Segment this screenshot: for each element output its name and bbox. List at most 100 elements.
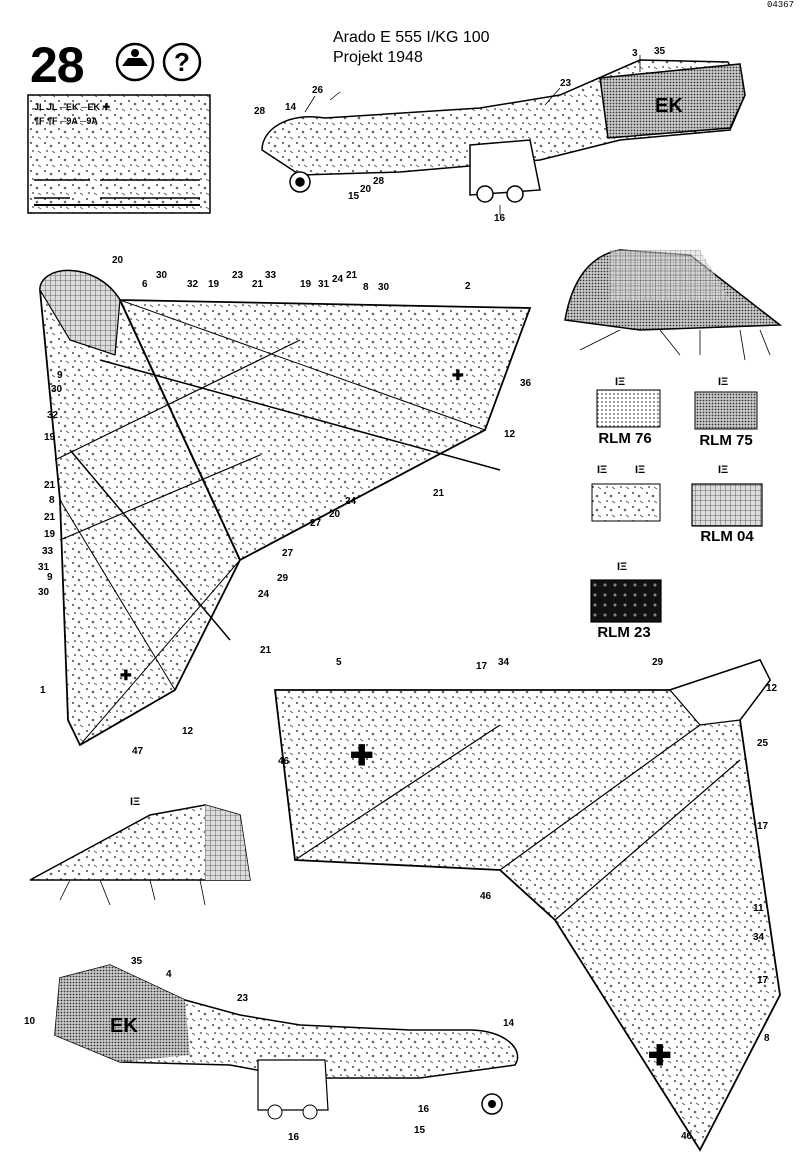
- svg-text:ΙΞ: ΙΞ: [635, 464, 645, 476]
- callout-label: 21: [433, 488, 445, 499]
- swatch-label-rlm04: RLM 04: [700, 528, 754, 545]
- swatch-label-rlm76: RLM 76: [598, 430, 652, 447]
- callout-label: 27: [310, 518, 322, 529]
- callout-label: 33: [42, 546, 54, 557]
- step-number: 28: [30, 37, 85, 93]
- callout-label: 21: [44, 480, 56, 491]
- callout-label: 23: [560, 78, 572, 89]
- svg-text:ΙΞ: ΙΞ: [718, 376, 728, 388]
- swatch-label-rlm75: RLM 75: [699, 432, 753, 449]
- callout-label: 16: [288, 1132, 300, 1143]
- callout-label: 24: [258, 589, 270, 600]
- callout-label: 17: [757, 821, 769, 832]
- svg-text:✚: ✚: [452, 367, 464, 383]
- question-icon: ?: [162, 42, 202, 82]
- callout-label: 30: [378, 282, 390, 293]
- callout-label: 2: [465, 281, 471, 292]
- callout-label: 26: [312, 85, 324, 96]
- callout-label: 21: [44, 512, 56, 523]
- callout-label: 4: [166, 969, 172, 980]
- callout-label: 19: [44, 529, 56, 540]
- svg-text:¶F ¶F ─9A ─9A: ¶F ¶F ─9A ─9A: [34, 116, 98, 126]
- callout-label: 31: [38, 562, 50, 573]
- callout-label: 25: [757, 738, 769, 749]
- decal-sheet-thumbnail: JL JL ─EK ─EK ✚ ¶F ¶F ─9A ─9A: [27, 94, 211, 214]
- callout-label: 19: [300, 279, 312, 290]
- callout-label: 12: [766, 683, 778, 694]
- svg-text:JL JL ─EK ─EK ✚: JL JL ─EK ─EK ✚: [34, 102, 110, 112]
- callout-label: 30: [38, 587, 50, 598]
- callout-label: 29: [277, 573, 289, 584]
- callout-label: 35: [654, 46, 666, 57]
- wing-bottom-view: ✚ ✚: [273, 658, 781, 1152]
- callout-label: 31: [318, 279, 330, 290]
- callout-label: 30: [156, 270, 168, 281]
- callout-label: 28: [254, 106, 266, 117]
- model-title-line2: Projekt 1948: [333, 49, 423, 66]
- callout-label: 21: [346, 270, 358, 281]
- callout-label: 27: [282, 548, 294, 559]
- callout-label: 46: [480, 891, 492, 902]
- svg-text:EK: EK: [110, 1015, 138, 1037]
- callout-label: 46: [681, 1131, 693, 1142]
- svg-text:?: ?: [174, 47, 190, 77]
- callout-label: 21: [260, 645, 272, 656]
- svg-text:ΙΞ: ΙΞ: [130, 796, 140, 808]
- callout-label: 30: [51, 384, 63, 395]
- tail-detail-top: [564, 249, 783, 361]
- document-code: 04367: [766, 0, 794, 10]
- callout-label: 46: [278, 756, 290, 767]
- callout-label: 8: [764, 1033, 770, 1044]
- svg-text:ΙΞ: ΙΞ: [597, 464, 607, 476]
- callout-label: 16: [494, 213, 506, 224]
- callout-label: 33: [265, 270, 277, 281]
- callout-label: 34: [753, 932, 765, 943]
- svg-text:EK: EK: [655, 95, 683, 117]
- callout-label: 14: [285, 102, 297, 113]
- callout-label: 1: [40, 685, 46, 696]
- callout-label: 32: [47, 410, 59, 421]
- svg-text:ΙΞ: ΙΞ: [718, 464, 728, 476]
- callout-label: 24: [332, 274, 344, 285]
- callout-label: 16: [418, 1104, 430, 1115]
- callout-label: 23: [232, 270, 244, 281]
- callout-label: 17: [757, 975, 769, 986]
- color-swatches: ΙΞ ΙΞ ΙΞ ΙΞ ΙΞ ΙΞ: [590, 376, 763, 623]
- callout-label: 47: [132, 746, 144, 757]
- callout-label: 10: [24, 1016, 36, 1027]
- model-title-line1: Arado E 555 I/KG 100: [333, 29, 490, 46]
- callout-label: 29: [652, 657, 664, 668]
- callout-label: 11: [753, 903, 764, 914]
- svg-text:✚: ✚: [350, 740, 373, 771]
- callout-label: 8: [363, 282, 369, 293]
- callout-label: 19: [208, 279, 220, 290]
- callout-label: 3: [632, 48, 638, 59]
- svg-text:✚: ✚: [120, 667, 132, 683]
- callout-label: 34: [498, 657, 510, 668]
- callout-label: 28: [373, 176, 385, 187]
- callout-label: 36: [520, 378, 532, 389]
- callout-label: 32: [187, 279, 199, 290]
- callout-label: 5: [336, 657, 342, 668]
- callout-label: 15: [348, 191, 360, 202]
- callout-label: 6: [142, 279, 148, 290]
- wing-top-view: ✚ ✚: [39, 269, 532, 747]
- callout-label: 20: [360, 184, 372, 195]
- svg-text:ΙΞ: ΙΞ: [615, 376, 625, 388]
- callout-label: 20: [329, 509, 341, 520]
- callout-label: 35: [131, 956, 143, 967]
- callout-label: 23: [237, 993, 249, 1004]
- callout-label: 20: [112, 255, 124, 266]
- callout-label: 9: [47, 572, 53, 583]
- tail-detail-bottom: ΙΞ: [29, 796, 251, 906]
- svg-text:✚: ✚: [648, 1040, 671, 1071]
- callout-label: 8: [49, 495, 55, 506]
- callout-label: 24: [345, 496, 357, 507]
- callout-label: 17: [476, 661, 488, 672]
- svg-text:ΙΞ: ΙΞ: [617, 561, 627, 573]
- callout-label: 19: [44, 432, 56, 443]
- callout-label: 15: [414, 1125, 426, 1136]
- side-view-top: EK: [261, 59, 746, 203]
- assembly-icon: [115, 42, 155, 82]
